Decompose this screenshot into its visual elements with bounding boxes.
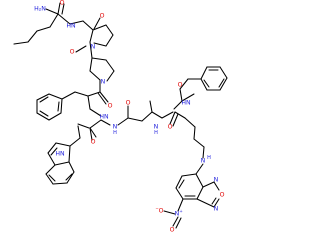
- label-n-ala: N: [154, 124, 159, 131]
- label-no2-o2: O: [170, 227, 175, 234]
- label-nh-phe: HN: [99, 114, 109, 121]
- proline-1: [75, 17, 114, 59]
- norleucine-amide: [13, 2, 84, 45]
- label-nh-indole: HN: [55, 151, 65, 158]
- label-n-nbd: N: [201, 158, 206, 165]
- label-nh-1: HN: [66, 23, 76, 30]
- label-o-bz: O: [178, 82, 183, 89]
- label-o-ring: O: [220, 192, 225, 199]
- label-amide-o: O: [60, 0, 65, 7]
- nbd-group: [163, 163, 220, 229]
- label-n-ring1: N: [214, 177, 219, 184]
- label-n-ring2: N: [214, 206, 219, 213]
- label-amide-n: H₂N: [34, 6, 46, 13]
- molecule-diagram: H₂N O HN O N O N O HN O HN N H O N H O H…: [13, 0, 228, 234]
- ornithine-benzoyl: [161, 66, 228, 159]
- atom-labels: H₂N O HN O N O N O HN O HN N H O N H O H…: [34, 0, 224, 234]
- alanine: [117, 100, 163, 126]
- label-o-ala: O: [126, 100, 131, 107]
- label-n-pro2: N: [101, 79, 106, 86]
- label-h-trp: H: [113, 130, 117, 136]
- label-no2-o1: O: [159, 208, 164, 215]
- tryptophan: [45, 119, 111, 185]
- label-n-pro1: N: [91, 44, 96, 51]
- label-o-phe: O: [108, 103, 113, 110]
- label-o-pro2: O: [70, 49, 75, 56]
- structure-svg: H₂N O HN O N O N O HN O HN N H O N H O H…: [13, 0, 228, 234]
- label-h-nbd: H: [207, 155, 211, 161]
- phenylalanine: [36, 91, 102, 121]
- proline-2: [87, 57, 115, 105]
- label-o-trp: O: [91, 139, 96, 146]
- label-o-orn: O: [168, 124, 173, 131]
- label-o-pro1: O: [100, 13, 105, 20]
- label-h-ala: H: [154, 130, 158, 136]
- label-nh-bz: HN: [181, 100, 191, 107]
- label-no2-n: N: [175, 211, 180, 218]
- label-no2-o1-charge: −: [155, 206, 158, 211]
- label-no2-charge: +: [179, 209, 182, 214]
- label-n-trp: N: [113, 124, 118, 131]
